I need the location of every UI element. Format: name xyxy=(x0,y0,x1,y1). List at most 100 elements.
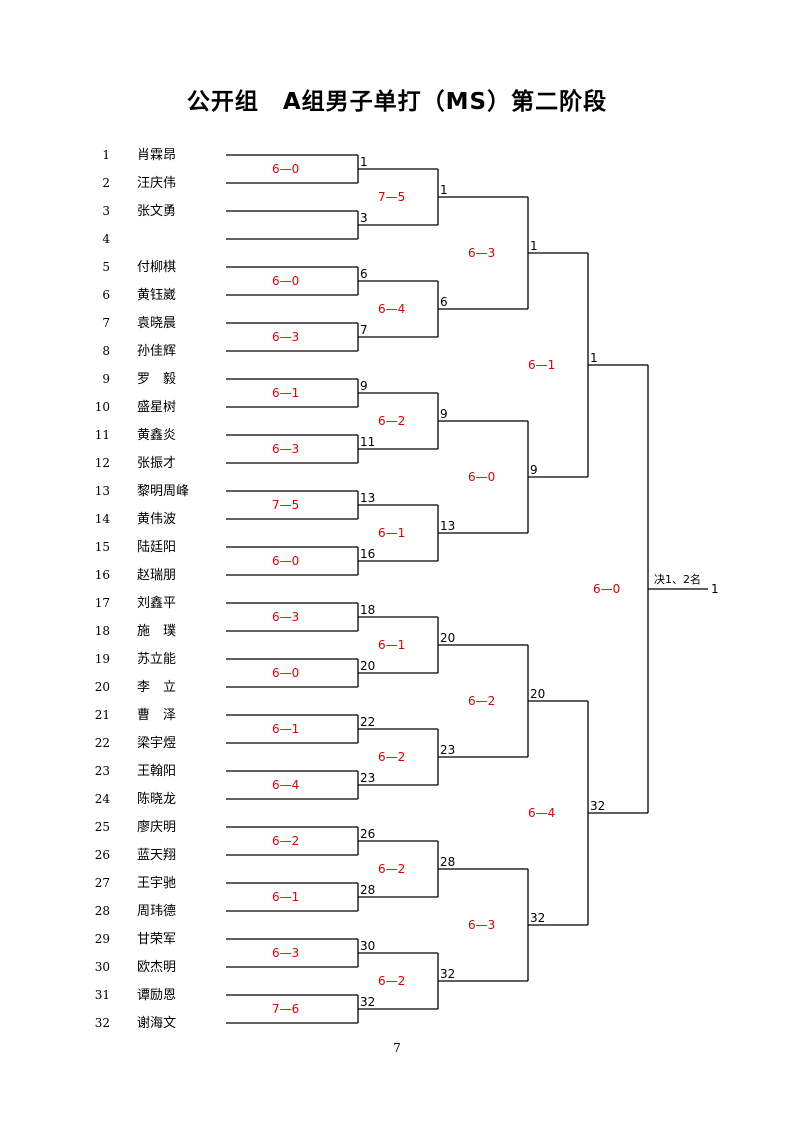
player-seed: 7 xyxy=(102,316,110,330)
player-name: 黄鑫炎 xyxy=(137,427,176,443)
match-winner: 20 xyxy=(440,631,455,645)
match-winner: 7 xyxy=(360,323,368,337)
player-name: 张振才 xyxy=(137,456,176,471)
page-title: 公开组 A组男子单打（MS）第二阶段 xyxy=(186,89,608,115)
player-name: 周玮德 xyxy=(137,904,176,919)
match-winner: 32 xyxy=(530,911,545,925)
match-score: 6—1 xyxy=(378,526,405,540)
match-winner: 6 xyxy=(440,295,448,309)
player-name: 陈晓龙 xyxy=(137,791,176,807)
match-score: 6—1 xyxy=(528,358,555,372)
match-score: 6—3 xyxy=(468,918,495,932)
player-seed: 6 xyxy=(102,288,110,302)
player-seed: 21 xyxy=(95,708,110,722)
player-seed: 23 xyxy=(95,764,110,778)
player-name: 黎明周峰 xyxy=(137,484,189,499)
match-winner: 30 xyxy=(360,939,375,953)
match-winner: 26 xyxy=(360,827,375,841)
player-seed: 4 xyxy=(102,232,110,246)
player-name: 梁宇煜 xyxy=(137,736,176,751)
match-score: 6—4 xyxy=(272,778,299,792)
player-name: 王宇驰 xyxy=(137,876,176,891)
match-score: 6—1 xyxy=(272,722,299,736)
match-winner: 13 xyxy=(360,491,375,505)
match-winner: 1 xyxy=(590,351,598,365)
match-score: 6—3 xyxy=(272,946,299,960)
player-seed: 2 xyxy=(102,176,110,190)
player-name: 苏立能 xyxy=(137,651,176,667)
match-winner: 1 xyxy=(711,582,719,596)
player-name: 甘荣军 xyxy=(137,932,176,947)
player-seed: 1 xyxy=(102,148,110,162)
match-winner: 18 xyxy=(360,603,375,617)
player-name: 付柳棋 xyxy=(137,260,176,275)
player-seed: 14 xyxy=(95,512,111,526)
match-winner: 32 xyxy=(440,967,455,981)
player-seed: 11 xyxy=(95,428,110,442)
match-score: 6—0 xyxy=(272,554,299,568)
match-score: 6—0 xyxy=(593,582,620,596)
player-seed: 5 xyxy=(102,260,110,274)
match-score: 6—3 xyxy=(272,330,299,344)
match-score: 6—0 xyxy=(272,162,299,176)
match-score: 6—1 xyxy=(378,638,405,652)
match-winner: 23 xyxy=(440,743,455,757)
match-winner: 13 xyxy=(440,519,455,533)
match-winner: 28 xyxy=(360,883,375,897)
match-winner: 9 xyxy=(360,379,368,393)
final-label: 决1、2名 xyxy=(654,572,701,586)
player-seed: 32 xyxy=(95,1016,110,1030)
player-seed: 8 xyxy=(102,344,110,358)
match-winner: 16 xyxy=(360,547,375,561)
player-name: 谭励恩 xyxy=(137,988,176,1003)
match-winner: 20 xyxy=(530,687,545,701)
player-seed: 25 xyxy=(95,820,110,834)
player-seed: 26 xyxy=(95,848,110,862)
match-score: 6—2 xyxy=(378,862,405,876)
match-score: 7—6 xyxy=(272,1002,299,1016)
match-score: 6—3 xyxy=(468,246,495,260)
player-seed: 22 xyxy=(95,736,110,750)
match-score: 6—4 xyxy=(378,302,405,316)
match-score: 6—0 xyxy=(468,470,495,484)
player-name: 张文勇 xyxy=(137,204,176,219)
player-seed: 18 xyxy=(95,624,110,638)
match-winner: 28 xyxy=(440,855,455,869)
player-name: 汪庆伟 xyxy=(137,176,176,191)
match-score: 6—3 xyxy=(272,610,299,624)
player-name: 肖霖昂 xyxy=(137,148,176,163)
player-seed: 20 xyxy=(95,680,110,694)
player-seed: 28 xyxy=(95,904,110,918)
player-seed: 9 xyxy=(102,372,110,386)
match-winner: 32 xyxy=(360,995,375,1009)
player-name: 黄钰崴 xyxy=(137,288,176,303)
player-name: 罗 毅 xyxy=(137,371,176,387)
match-score: 6—2 xyxy=(272,834,299,848)
player-seed: 29 xyxy=(95,932,110,946)
player-seed: 19 xyxy=(95,652,110,666)
player-name: 袁晓晨 xyxy=(137,316,176,331)
player-name: 谢海文 xyxy=(137,1015,176,1031)
page-number: 7 xyxy=(393,1041,401,1055)
player-seed: 31 xyxy=(95,988,110,1002)
match-winner: 9 xyxy=(530,463,538,477)
player-name: 施 璞 xyxy=(137,624,176,639)
match-score: 6—2 xyxy=(468,694,495,708)
match-winner: 1 xyxy=(360,155,368,169)
player-name: 王翰阳 xyxy=(137,764,176,779)
player-name: 欧杰明 xyxy=(137,960,176,975)
match-winner: 20 xyxy=(360,659,375,673)
match-winner: 1 xyxy=(530,239,538,253)
player-name: 陆廷阳 xyxy=(137,539,176,555)
player-seed: 16 xyxy=(95,568,110,582)
match-score: 6—2 xyxy=(378,414,405,428)
match-winner: 22 xyxy=(360,715,375,729)
match-score: 6—0 xyxy=(272,274,299,288)
player-seed: 3 xyxy=(102,204,110,218)
match-score: 6—0 xyxy=(272,666,299,680)
match-winner: 1 xyxy=(440,183,448,197)
player-seed: 10 xyxy=(95,400,110,414)
player-seed: 12 xyxy=(95,456,110,470)
match-score: 6—1 xyxy=(272,890,299,904)
